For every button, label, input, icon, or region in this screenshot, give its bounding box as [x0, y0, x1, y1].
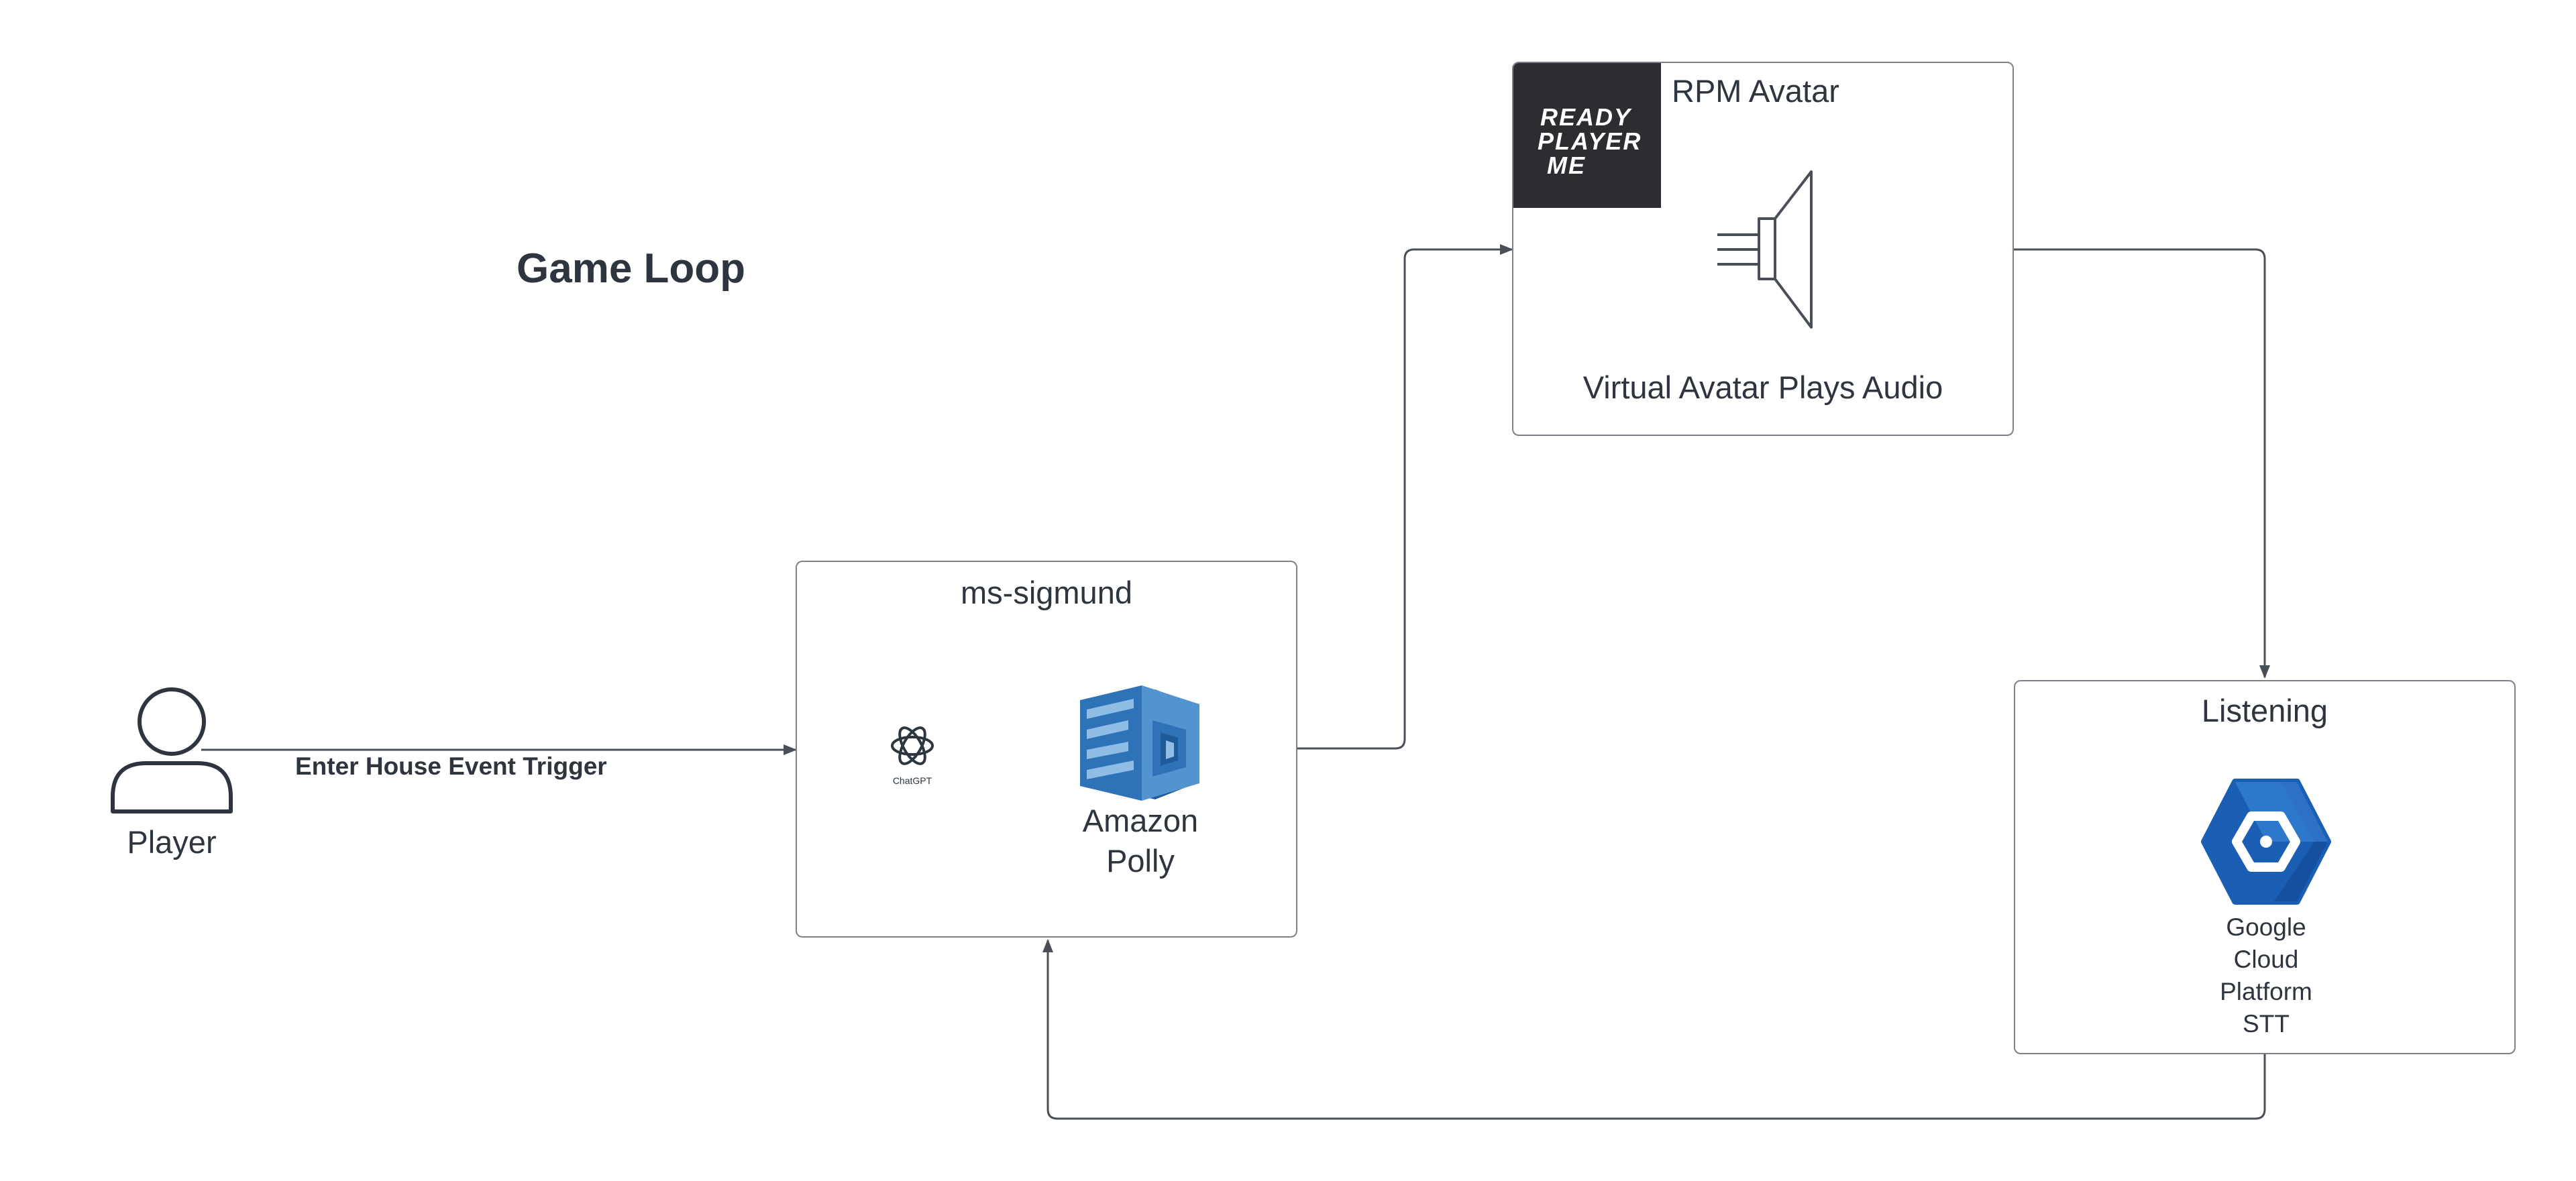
edge-listening-to-ms-sigmund	[1042, 939, 2266, 1120]
ms-sigmund-title: ms-sigmund	[961, 575, 1132, 610]
google-cloud-hexagon-icon	[2201, 779, 2331, 905]
rpm-avatar-box[interactable]: RPM Avatar Virtual Avatar Plays Audio	[1512, 62, 2014, 436]
player-person-icon	[111, 687, 233, 813]
rpm-logo-line1: READY	[1540, 103, 1632, 131]
player-label: Player	[127, 824, 217, 860]
rpm-logo-line3: ME	[1547, 152, 1586, 179]
chatgpt-icon	[891, 726, 934, 765]
polly-label-line2: Polly	[1106, 843, 1175, 879]
edge-rpm-avatar-to-listening	[2014, 248, 2270, 679]
ready-player-me-logo: READY PLAYER ME	[1513, 63, 1661, 208]
edge-ms-sigmund-to-rpm-avatar	[1295, 244, 1513, 750]
ms-sigmund-box[interactable]: ms-sigmund	[796, 561, 1297, 938]
gcp-label-line4: STT	[2243, 1010, 2290, 1037]
rpm-avatar-title: RPM Avatar	[1672, 73, 1839, 109]
rpm-logo-line2: PLAYER	[1538, 127, 1642, 155]
chatgpt-label: ChatGPT	[892, 775, 932, 786]
listening-title: Listening	[2201, 693, 2328, 728]
gcp-label-line1: Google	[2226, 913, 2306, 941]
speaker-icon	[1717, 170, 1813, 329]
amazon-polly-icon	[1080, 685, 1199, 801]
edge-label-enter-house: Enter House Event Trigger	[295, 752, 607, 780]
gcp-label-line2: Cloud	[2233, 946, 2299, 973]
rpm-avatar-caption: Virtual Avatar Plays Audio	[1582, 370, 1943, 405]
diagram-title: Game Loop	[517, 245, 746, 292]
polly-label-line1: Amazon	[1082, 803, 1199, 838]
gcp-label-line3: Platform	[2220, 978, 2312, 1005]
